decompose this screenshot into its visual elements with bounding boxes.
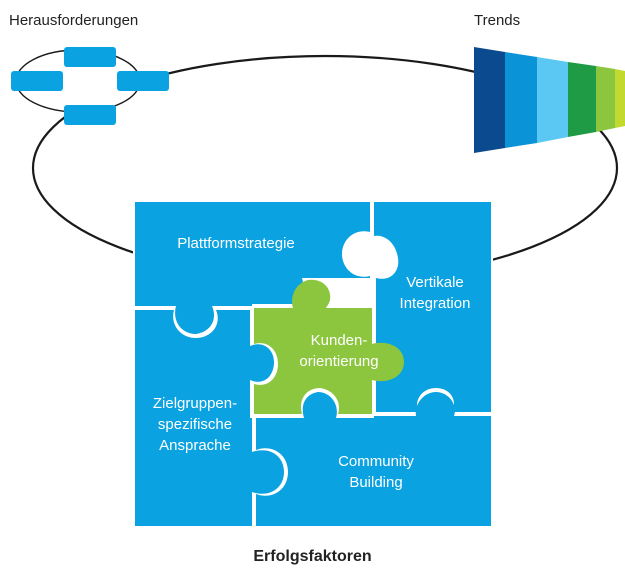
challenges-label: Herausforderungen <box>9 12 139 29</box>
ziel-line-2: spezifische <box>157 416 233 433</box>
footer-title: Erfolgsfaktoren <box>253 548 372 565</box>
trend-band-3 <box>537 57 568 143</box>
vertical-line-1: Vertikale <box>406 274 464 291</box>
puzzle-piece-ziel <box>135 310 284 526</box>
trend-band-5 <box>596 66 615 132</box>
trend-band-1 <box>474 47 505 153</box>
platform-line-1: Plattformstrategie <box>177 235 295 252</box>
challenges-icon <box>11 47 169 125</box>
trend-band-6 <box>615 69 625 128</box>
challenges-box-right <box>117 71 169 91</box>
community-line-2: Building <box>349 474 403 491</box>
vertical-line-2: Integration <box>399 295 471 312</box>
vertical-piece-label: Vertikale Integration <box>380 272 490 314</box>
community-line-1: Community <box>338 453 414 470</box>
trends-label: Trends <box>474 12 521 29</box>
kunden-line-1: Kunden- <box>310 332 368 349</box>
platform-piece-label: Plattformstrategie <box>146 233 326 254</box>
trends-funnel-icon <box>474 47 625 153</box>
puzzle-piece-community <box>256 392 491 526</box>
kunden-line-2: orientierung <box>299 353 379 370</box>
challenges-box-left <box>11 71 63 91</box>
trend-band-4 <box>568 62 596 137</box>
ziel-line-1: Zielgruppen- <box>152 395 238 412</box>
ziel-piece-label: Zielgruppen- spezifische Ansprache <box>135 393 255 456</box>
trend-band-2 <box>505 52 537 148</box>
puzzle-piece-platform <box>135 202 370 334</box>
puzzle-piece-kunden <box>254 279 404 414</box>
ziel-line-3: Ansprache <box>159 437 231 454</box>
challenges-box-bottom <box>64 105 116 125</box>
challenges-box-top <box>64 47 116 67</box>
kunden-piece-label: Kunden- orientierung <box>281 330 397 372</box>
community-piece-label: Community Building <box>296 451 456 493</box>
